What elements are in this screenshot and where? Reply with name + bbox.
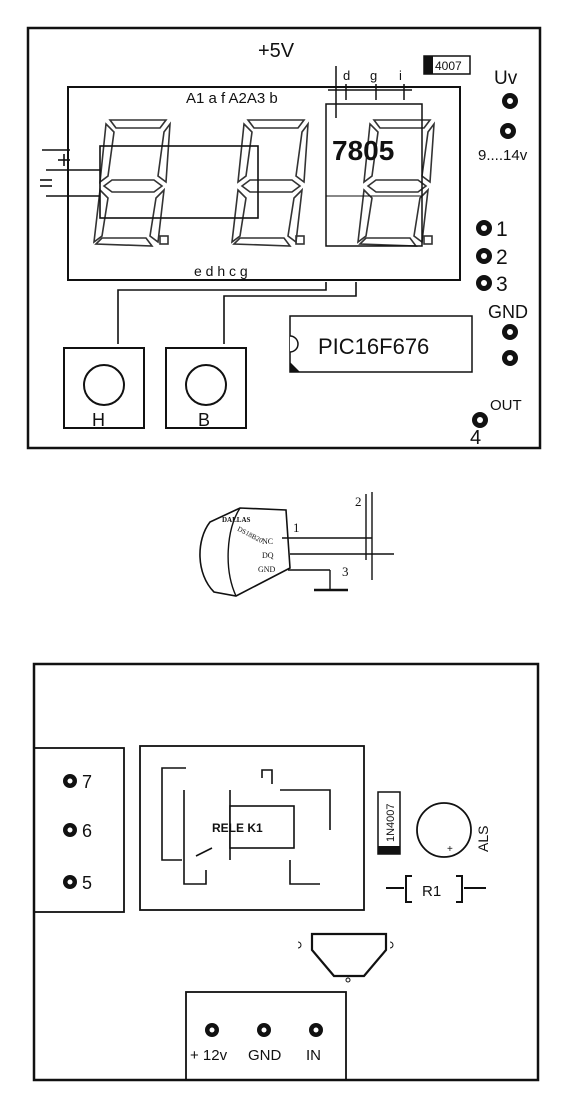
pin-pads: 1 2 3 bbox=[476, 218, 508, 296]
connector-pin-6: 6 bbox=[82, 821, 92, 841]
sensor-wires bbox=[282, 492, 394, 592]
connector-pin-7: 7 bbox=[82, 772, 92, 792]
pin-label-1: 1 bbox=[496, 218, 508, 241]
left-capacitor bbox=[40, 145, 259, 219]
button-traces bbox=[117, 282, 357, 344]
out-pad bbox=[472, 412, 488, 428]
anode-labels: A1 a f A2A3 b bbox=[186, 90, 278, 107]
seven-seg-digit-3 bbox=[356, 119, 435, 247]
supply-label: +5V bbox=[258, 40, 295, 62]
capacitor-polarity: + bbox=[447, 844, 453, 855]
sensor-pin-gnd: GND bbox=[258, 565, 276, 574]
board-1-outline bbox=[26, 26, 542, 450]
top-seg-labels: d g i bbox=[343, 68, 402, 83]
resistor-r1: R1 bbox=[386, 875, 486, 903]
temperature-sensor: DALLAS DS18B20 NC DQ GND 1 2 3 bbox=[199, 492, 394, 597]
button-h-label: H bbox=[92, 410, 105, 430]
pin-label-2: 2 bbox=[496, 246, 508, 269]
uv-pads bbox=[500, 93, 518, 139]
capacitor-als: + ALS bbox=[416, 802, 491, 858]
transistor bbox=[297, 932, 394, 983]
power-connector: + 12v GND IN bbox=[185, 991, 347, 1081]
regulator-label: 7805 bbox=[332, 135, 394, 166]
connector-block: 7 6 5 bbox=[33, 747, 125, 913]
display-frame bbox=[67, 86, 461, 281]
seven-seg-digit-1 bbox=[92, 119, 171, 247]
board-2-outline bbox=[32, 662, 540, 1082]
sensor-wire-3: 3 bbox=[342, 564, 349, 579]
seven-seg-digit-2 bbox=[230, 119, 309, 247]
gnd-label: GND bbox=[488, 302, 528, 322]
diode-1n4007: 1N4007 bbox=[377, 791, 401, 855]
board-2: 7 6 5 RELE K1 1N4007 bbox=[32, 662, 540, 1082]
button-b: B bbox=[165, 347, 247, 430]
pin-label-3: 3 bbox=[496, 273, 508, 296]
sensor-wire-2: 2 bbox=[355, 494, 362, 509]
sensor-wire-1: 1 bbox=[293, 520, 300, 535]
sensor-pin-nc: NC bbox=[262, 537, 273, 546]
board-1: +5V 4007 Uv 9....14v A1 a f A2A3 b d g i bbox=[26, 26, 542, 450]
power-label-12v: + 12v bbox=[190, 1047, 228, 1064]
sensor-part: DS18B20 bbox=[236, 525, 265, 545]
out-label: OUT bbox=[490, 397, 522, 414]
gnd-pads bbox=[502, 324, 518, 366]
voltage-range-label: 9....14v bbox=[478, 147, 528, 164]
capacitor-label: ALS bbox=[475, 826, 491, 852]
relay-k1: RELE K1 bbox=[139, 745, 365, 911]
mcu-label: PIC16F676 bbox=[318, 334, 429, 359]
diode-4007: 4007 bbox=[423, 55, 471, 75]
seg-label-g: g bbox=[370, 68, 377, 83]
out-pin-label: 4 bbox=[470, 427, 481, 449]
bottom-seg-labels: e d h c g bbox=[194, 263, 248, 279]
power-label-in: IN bbox=[306, 1047, 321, 1064]
button-b-label: B bbox=[198, 410, 210, 430]
button-h: H bbox=[63, 347, 145, 430]
seg-label-d: d bbox=[343, 68, 350, 83]
seg-label-i: i bbox=[399, 68, 402, 83]
mcu-pic16f676: PIC16F676 bbox=[289, 315, 473, 373]
diode-4007-label: 4007 bbox=[435, 59, 462, 73]
resistor-label: R1 bbox=[422, 883, 441, 900]
relay-label: RELE K1 bbox=[212, 821, 263, 835]
sensor-brand: DALLAS bbox=[222, 516, 251, 524]
connector-pin-5: 5 bbox=[82, 873, 92, 893]
top-pin-leads bbox=[328, 66, 412, 118]
power-label-gnd: GND bbox=[248, 1047, 282, 1064]
sensor-pin-dq: DQ bbox=[262, 551, 274, 560]
uv-label: Uv bbox=[494, 68, 518, 89]
regulator-7805: 7805 bbox=[325, 103, 423, 247]
diode-1n4007-label: 1N4007 bbox=[385, 803, 397, 842]
